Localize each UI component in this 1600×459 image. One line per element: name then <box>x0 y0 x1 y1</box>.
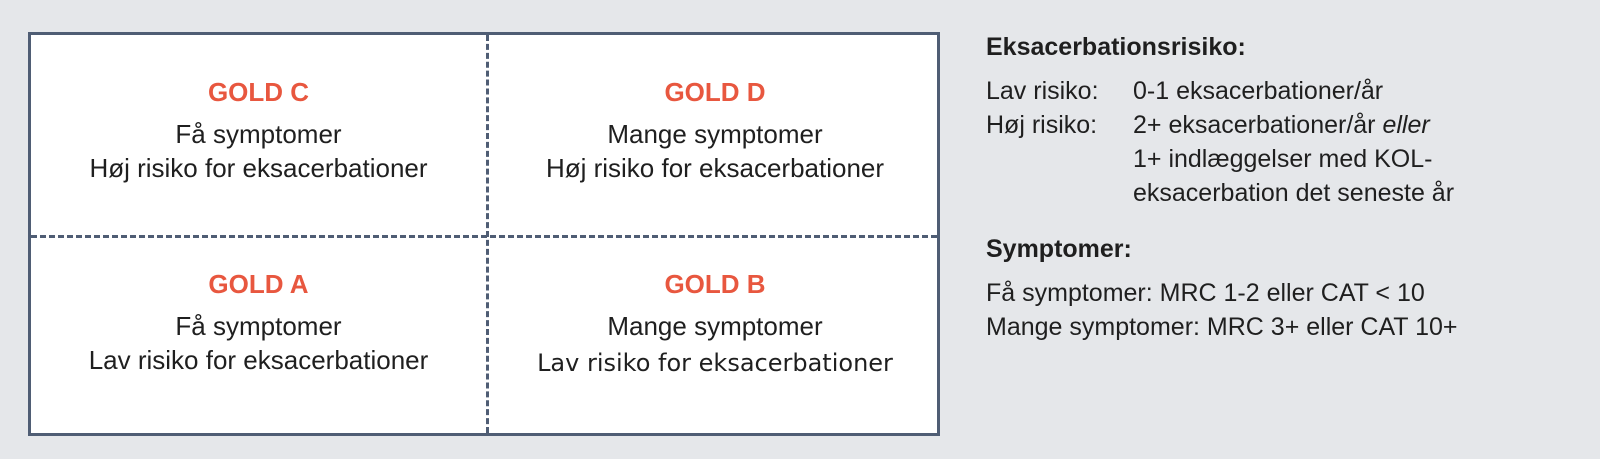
quadrant-gold-b: GOLD B Mange symptomer Lav risiko for ek… <box>490 267 940 383</box>
quadrant-title: GOLD B <box>664 269 766 299</box>
quadrant-gold-d: GOLD D Mange symptomer Høj risiko for ek… <box>490 75 940 185</box>
few-symptoms-definition: Få symptomer: MRC 1-2 eller CAT < 10 <box>986 279 1425 307</box>
high-risk-value: 2+ eksacerbationer/år eller <box>1133 108 1586 142</box>
quadrant-symptoms: Mange symptomer <box>607 311 823 341</box>
quadrant-risk: Lav risiko for eksacerbationer <box>88 345 429 375</box>
high-risk-row: Høj risiko: 2+ eksacerbationer/år eller <box>986 108 1586 142</box>
low-risk-value: 0-1 eksacerbationer/år <box>1133 77 1384 105</box>
symptoms-heading: Symptomer: <box>986 235 1132 263</box>
low-risk-row: Lav risiko: 0-1 eksacerbationer/år <box>986 74 1586 108</box>
high-risk-value-text: 2+ eksacerbationer/år <box>1133 111 1376 139</box>
risk-heading: Eksacerbationsrisiko: <box>986 33 1246 61</box>
high-risk-row-cont2: eksacerbation det seneste år <box>986 176 1586 210</box>
quadrant-symptoms: Få symptomer <box>175 119 342 149</box>
quadrant-title: GOLD D <box>664 77 766 107</box>
quadrant-symptoms: Mange symptomer <box>607 119 823 149</box>
high-risk-value-or: eller <box>1382 111 1430 139</box>
high-risk-value-line3: eksacerbation det seneste år <box>1133 179 1455 207</box>
quadrant-gold-a: GOLD A Få symptomer Lav risiko for eksac… <box>31 267 486 377</box>
legend-panel: Eksacerbationsrisiko: Lav risiko: 0-1 ek… <box>986 30 1586 344</box>
high-risk-row-cont: 1+ indlæggelser med KOL- <box>986 142 1586 176</box>
low-risk-label: Lav risiko: <box>986 77 1099 105</box>
quadrant-title: GOLD A <box>208 269 309 299</box>
gold-classification-grid: GOLD C Få symptomer Høj risiko for eksac… <box>28 32 940 436</box>
quadrant-title: GOLD C <box>207 77 310 107</box>
quadrant-symptoms: Få symptomer <box>175 311 342 341</box>
quadrant-risk: Lav risiko for eksacerbationer <box>537 349 893 377</box>
high-risk-value-line2: 1+ indlæggelser med KOL- <box>1133 145 1433 173</box>
high-risk-label: Høj risiko: <box>986 111 1098 139</box>
quadrant-risk: Høj risiko for eksacerbationer <box>89 153 428 183</box>
horizontal-divider <box>31 235 937 238</box>
vertical-divider <box>486 35 489 433</box>
many-symptoms-definition: Mange symptomer: MRC 3+ eller CAT 10+ <box>986 313 1458 341</box>
quadrant-risk: Høj risiko for eksacerbationer <box>545 153 885 183</box>
quadrant-gold-c: GOLD C Få symptomer Høj risiko for eksac… <box>31 75 486 185</box>
